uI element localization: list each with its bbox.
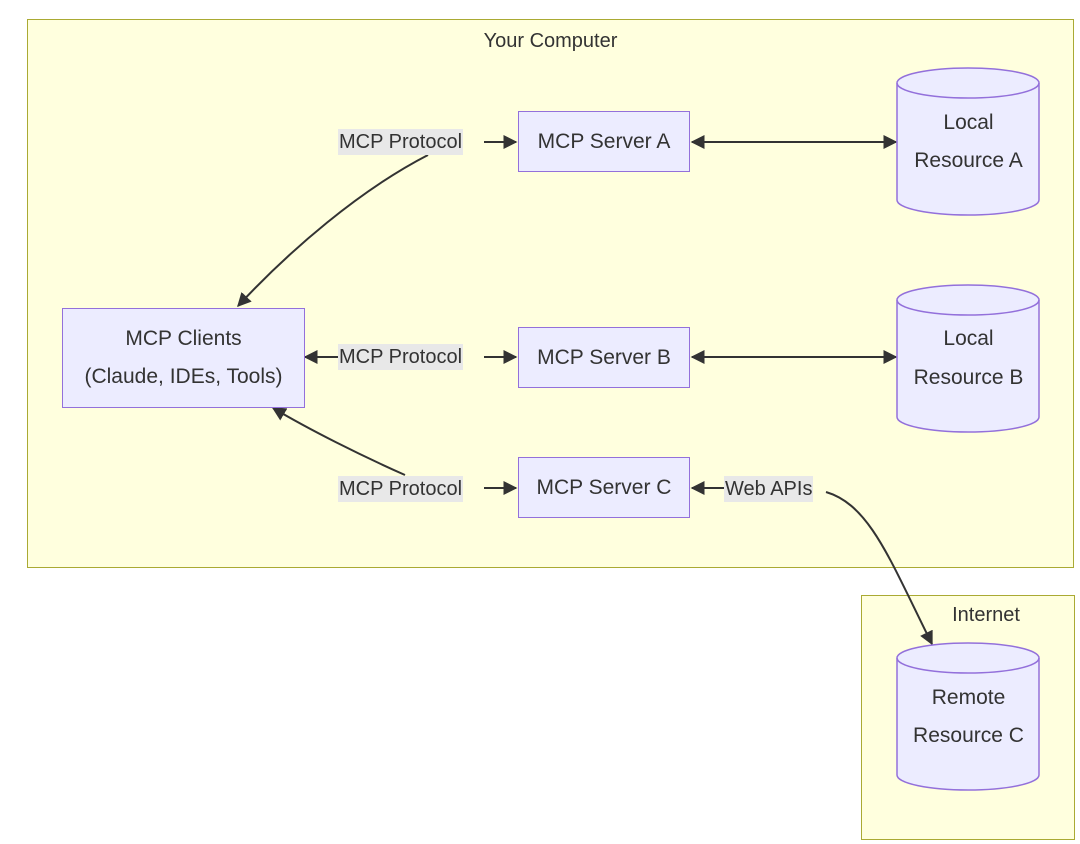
mcp-server-c-label: MCP Server C <box>536 475 672 499</box>
mcp-server-a-node[interactable]: MCP Server A <box>518 111 690 172</box>
mcp-server-a-label: MCP Server A <box>537 129 671 153</box>
database-cylinder-icon <box>896 67 1040 216</box>
local-resource-b-node[interactable]: Local Resource B <box>896 284 1041 434</box>
local-resource-a-line1: Local <box>943 111 994 134</box>
edge-label-protocol-b: MCP Protocol <box>338 344 464 370</box>
edge-label-protocol-c: MCP Protocol <box>338 476 464 502</box>
edge-label-web-apis: Web APIs <box>724 476 814 502</box>
local-resource-b-line2: Resource B <box>913 366 1024 389</box>
database-cylinder-icon <box>896 642 1040 791</box>
mcp-clients-subtitle: (Claude, IDEs, Tools) <box>84 365 283 388</box>
mcp-server-b-label: MCP Server B <box>537 345 671 369</box>
mcp-server-c-node[interactable]: MCP Server C <box>518 457 690 518</box>
local-resource-a-node[interactable]: Local Resource A <box>896 67 1041 217</box>
remote-resource-c-node[interactable]: Remote Resource C <box>896 642 1041 792</box>
mcp-clients-title: MCP Clients <box>125 327 242 350</box>
mcp-server-b-node[interactable]: MCP Server B <box>518 327 690 388</box>
local-resource-b-line1: Local <box>943 327 994 350</box>
local-resource-a-line2: Resource A <box>914 149 1023 172</box>
remote-resource-c-line2: Resource C <box>913 724 1024 747</box>
mcp-clients-node[interactable]: MCP Clients (Claude, IDEs, Tools) <box>62 308 305 408</box>
edge-label-protocol-a: MCP Protocol <box>338 129 464 155</box>
remote-resource-c-line1: Remote <box>931 686 1006 709</box>
your-computer-title: Your Computer <box>483 30 618 52</box>
database-cylinder-icon <box>896 284 1040 433</box>
internet-title: Internet <box>952 604 1020 626</box>
